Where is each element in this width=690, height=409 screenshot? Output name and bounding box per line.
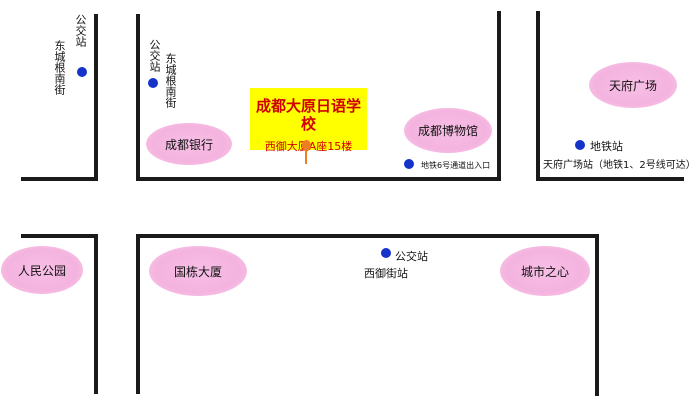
metro-exit-icon [404,159,414,169]
landmark-label: 成都银行 [164,137,213,152]
bus-stop-icon [148,78,158,88]
road-south-left-horizontal [21,234,98,238]
landmark-chengdu-bank: 成都银行 [146,123,232,165]
landmark-label: 国栋大厦 [173,264,222,279]
landmark-label: 天府广场 [608,78,657,93]
landmark-city-center: 城市之心 [500,246,590,296]
landmark-guodong-building: 国栋大厦 [149,246,247,296]
landmark-label: 成都博物馆 [417,124,478,138]
location-pin-stem [305,150,307,164]
road-north-left-horizontal [21,177,98,181]
school-label-box: 成都大原日语学校 西御大厦A座15楼 [250,88,367,153]
road-north-center-vertical [136,14,140,181]
metro-station-desc: 天府广场站（地铁1、2号线可达） [543,160,690,171]
street-label: 东城根南街 [164,53,177,108]
bus-stop-label: 公交站 [395,250,428,263]
bus-stop-icon [381,248,391,258]
bus-stop-label: 公交站 [74,14,87,47]
road-south-right-vertical [595,234,599,396]
landmark-chengdu-museum: 成都博物馆 [404,108,492,153]
road-north-right-vertical [536,11,540,181]
landmark-peoples-park: 人民公园 [1,246,83,294]
bus-stop-icon [77,67,87,77]
xiyu-street-stop-label: 西御街站 [364,267,408,280]
road-north-center-horizontal [136,177,501,181]
road-north-center-right-vertical [497,11,501,181]
location-pin-icon [302,140,311,151]
school-name: 成都大原日语学校 [255,97,361,133]
road-north-left-vertical [94,14,98,181]
street-label: 东城根南街 [53,40,66,95]
road-south-center-horizontal [136,234,599,238]
metro-station-label: 地铁站 [590,140,623,153]
landmark-label: 城市之心 [520,264,569,279]
road-north-right-horizontal [536,177,684,181]
bus-stop-label: 公交站 [148,39,161,72]
road-south-center-vertical [136,234,140,394]
landmark-label: 人民公园 [17,263,66,278]
road-south-left-vertical [94,234,98,394]
landmark-tianfu-square: 天府广场 [589,62,677,108]
metro-station-icon [575,140,585,150]
metro-exit-label: 地铁6号通道出入口 [421,161,491,170]
